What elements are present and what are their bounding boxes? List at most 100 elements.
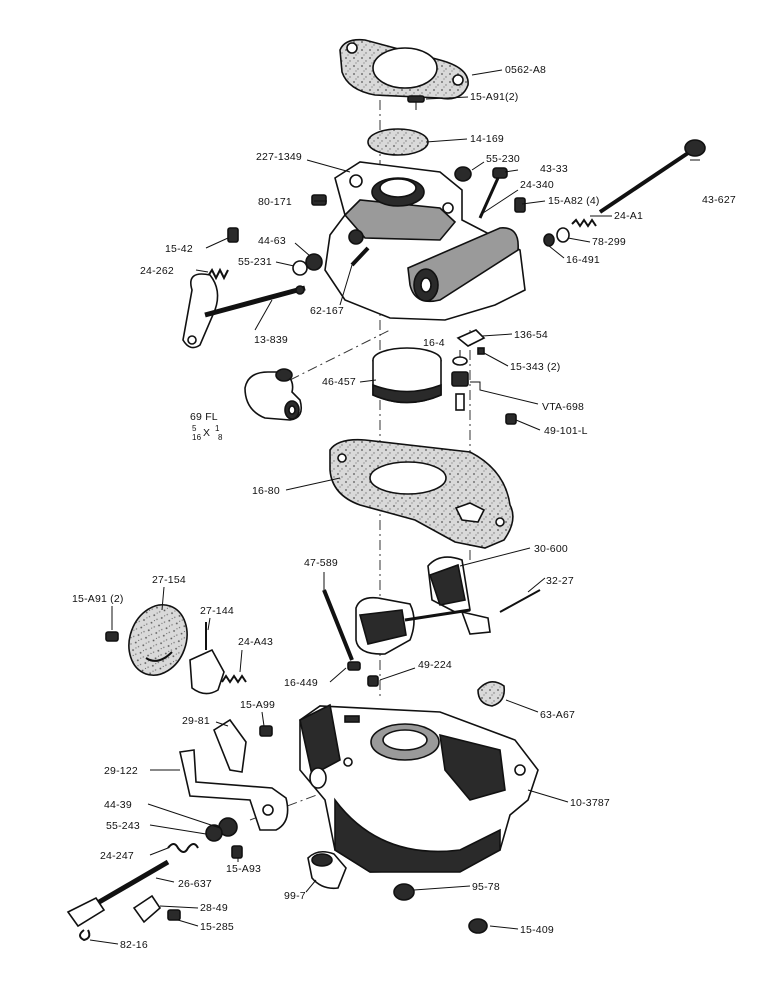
label-227-1349: 227-1349 [256,151,302,163]
label-29-122: 29-122 [104,765,138,777]
throttle-plate [367,128,429,156]
label-24-247: 24-247 [100,850,134,862]
label-82-16: 82-16 [120,939,148,951]
lever-29-81 [213,718,247,773]
label-69-fl-x: X [203,427,210,439]
flange-gasket [339,38,469,100]
screw-15-42 [227,227,239,243]
label-24-340: 24-340 [520,179,554,191]
label-80-171: 80-171 [258,196,292,208]
label-28-49: 28-49 [200,902,228,914]
label-69-fl-num2: 1 [215,424,220,433]
label-43-33: 43-33 [540,163,568,175]
label-47-589: 47-589 [304,557,338,569]
rod-47-589 [322,589,354,661]
label-46-457: 46-457 [322,376,356,388]
label-15-42: 15-42 [165,243,193,255]
washer-78-299 [556,227,570,243]
drain-plug-99-7 [307,850,347,890]
choke-plate [128,604,188,676]
label-26-637: 26-637 [178,878,212,890]
bracket-29-122 [179,749,289,831]
label-15-a91-left: 15-A91 (2) [72,593,124,605]
throttle-body [324,161,526,321]
label-32-27: 32-27 [546,575,574,587]
plug-55-243 [205,824,223,842]
screw-15-a99 [259,725,273,737]
label-0562-a8: 0562-A8 [505,64,546,76]
label-99-7: 99-7 [284,890,306,902]
label-49-101-l: 49-101-L [544,425,588,437]
label-24-262: 24-262 [140,265,174,277]
label-10-3787: 10-3787 [570,797,610,809]
label-63-a67: 63-A67 [540,709,575,721]
body-gasket [329,438,514,549]
center-axis-side [289,329,391,381]
screw-15-285 [167,909,181,921]
leader-lines [89,69,700,945]
label-69-fl: 69 FL [190,411,218,423]
label-69-fl-den2: 8 [218,433,223,442]
spring-24-247 [167,843,199,853]
main-adjust-needle [571,139,706,228]
label-15-a93: 15-A93 [226,863,261,875]
nut-16-449 [347,661,361,671]
label-16-449: 16-449 [284,677,318,689]
screw-15-a82 [514,197,526,213]
screw-15-343 [477,347,485,355]
label-24-a1: 24-A1 [614,210,643,222]
label-16-491: 16-491 [566,254,600,266]
label-13-839: 13-839 [254,334,288,346]
spring-24-a43 [221,674,247,684]
label-95-78: 95-78 [472,881,500,893]
label-44-63: 44-63 [258,235,286,247]
washer-44-63 [305,253,323,271]
screw-top [407,95,425,110]
venturi-46-457 [372,347,442,404]
label-69-fl-den: 16 [192,433,202,442]
bracket-27-144 [189,622,225,695]
float-bowl [299,703,539,873]
washer-16-491 [543,233,555,247]
screw-15-a91-left [105,631,119,642]
label-15-a99: 15-A99 [240,699,275,711]
label-43-627: 43-627 [702,194,736,206]
gasket-16-4 [452,356,468,366]
label-24-a43: 24-A43 [238,636,273,648]
float-30-600 [355,556,491,655]
label-69-fl-num: 5 [192,424,197,433]
label-14-169: 14-169 [470,133,504,145]
label-15-285: 15-285 [200,921,234,933]
label-27-144: 27-144 [200,605,234,617]
label-78-299: 78-299 [592,236,626,248]
label-15-343: 15-343 (2) [510,361,560,373]
plug-55-230 [454,166,472,182]
gasket-95-78 [393,883,415,901]
label-44-39: 44-39 [104,799,132,811]
throttle-shaft-lever [182,273,306,349]
pin-62-167 [350,246,370,267]
screw-15-a93 [231,845,243,859]
gasket-63-a67 [477,681,506,707]
label-55-231: 55-231 [238,256,272,268]
pin-32-27 [499,589,541,613]
label-16-80: 16-80 [252,485,280,497]
label-49-224: 49-224 [418,659,452,671]
choke-shaft [66,859,170,928]
label-15-a82: 15-A82 (4) [548,195,600,207]
lever-28-49 [132,894,162,924]
clip-82-16 [79,929,91,942]
label-27-154: 27-154 [152,574,186,586]
part-labels: 0562-A8 15-A91(2) 14-169 227-1349 55-230… [72,64,736,951]
plug-49-224 [367,675,379,687]
idle-needle [478,167,508,219]
plug-55-231 [292,260,308,276]
label-29-81: 29-81 [182,715,210,727]
label-55-230: 55-230 [486,153,520,165]
label-15-409: 15-409 [520,924,554,936]
label-62-167: 62-167 [310,305,344,317]
label-16-4: 16-4 [423,337,445,349]
label-136-54: 136-54 [514,329,548,341]
elbow-fitting [244,368,303,421]
